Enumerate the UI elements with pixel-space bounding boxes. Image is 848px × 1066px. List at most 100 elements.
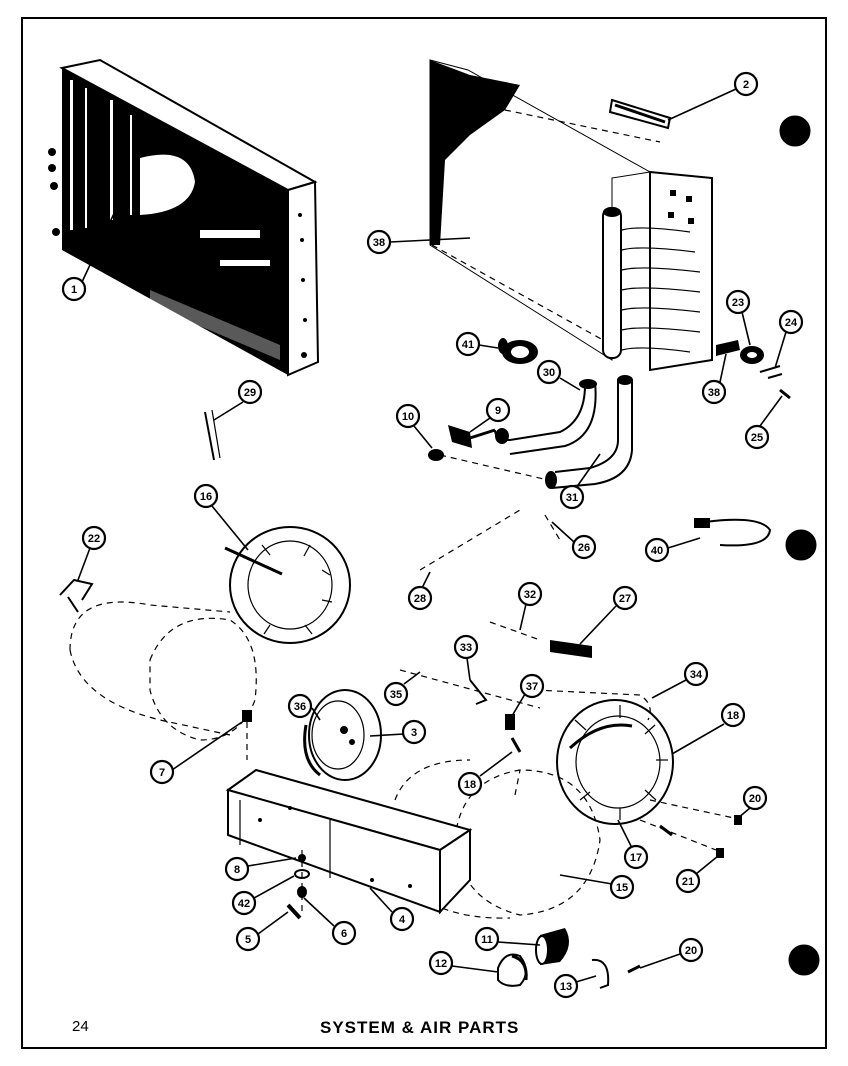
part-screw-18-lower [510, 737, 522, 753]
svg-text:38: 38 [708, 387, 720, 399]
svg-text:8: 8 [234, 864, 240, 876]
svg-text:36: 36 [294, 701, 306, 713]
callout-20-right: 20 [737, 785, 768, 819]
svg-text:32: 32 [524, 589, 536, 601]
svg-text:41: 41 [462, 339, 474, 351]
svg-text:7: 7 [159, 767, 165, 779]
callout-2: 2 [667, 71, 759, 121]
callout-12: 12 [428, 950, 499, 976]
callout-38-lower: 38 [701, 353, 727, 405]
callout-6: 6 [303, 897, 357, 946]
part-evaporator-coil [429, 59, 713, 372]
svg-text:33: 33 [460, 642, 472, 654]
callout-17: 17 [617, 819, 649, 870]
svg-text:22: 22 [88, 533, 100, 545]
binder-hole-middle [785, 529, 817, 561]
part-2-strip [608, 98, 672, 130]
callout-27: 33 [453, 634, 479, 681]
callout-9: 9 [469, 397, 511, 433]
svg-text:37: 37 [526, 681, 538, 693]
callout-13: 13 [553, 973, 597, 999]
callout-36: 36 [287, 693, 321, 721]
part-strap-13 [591, 958, 610, 989]
svg-text:17: 17 [630, 852, 642, 864]
callout-23: 23 [725, 289, 751, 346]
callout-40: 40 [644, 537, 701, 563]
svg-text:15: 15 [616, 882, 628, 894]
svg-text:27: 27 [619, 593, 631, 605]
part-bracket-22 [59, 578, 94, 613]
callout-5: 5 [235, 911, 289, 952]
callout-20-lower: 20 [639, 937, 704, 969]
callouts: 1 2 38 41 30 23 24 38 25 29 10 9 31 16 2… [61, 71, 804, 999]
callout-35: 35 [383, 671, 421, 707]
svg-text:31: 31 [566, 492, 578, 504]
callout-33: 34 [651, 661, 709, 699]
callout-32: 31 [559, 453, 601, 510]
part-base-4 [225, 768, 473, 915]
callout-28: 26 [551, 521, 597, 560]
svg-text:5: 5 [245, 934, 251, 946]
blower-housing-left [69, 601, 257, 741]
svg-text:25: 25 [751, 432, 763, 444]
part-shaft-35 [399, 669, 541, 709]
svg-text:6: 6 [341, 928, 347, 940]
binder-hole-top [779, 115, 811, 147]
svg-text:21: 21 [682, 876, 694, 888]
svg-text:11: 11 [481, 934, 493, 946]
svg-text:23: 23 [732, 297, 744, 309]
callout-42: 42 [231, 875, 295, 916]
svg-text:35: 35 [390, 689, 402, 701]
callout-24: 24 [774, 309, 804, 369]
svg-text:26: 26 [578, 542, 590, 554]
callout-26: 27 [579, 585, 638, 645]
svg-text:34: 34 [690, 669, 703, 681]
callout-19: 18 [671, 702, 746, 755]
part-blower-wheel-19 [556, 699, 674, 825]
svg-text:38: 38 [373, 237, 385, 249]
part-34 [489, 621, 541, 641]
part-capacitor-11 [535, 928, 569, 965]
callout-15: 15 [559, 874, 635, 900]
svg-text:10: 10 [402, 411, 414, 423]
callout-18-lower: 18 [457, 751, 513, 797]
callout-7: 7 [149, 721, 243, 785]
part-bracket-27 [469, 679, 488, 705]
part-screws-20-21-17 [639, 799, 742, 858]
callout-16-upper: 16 [193, 483, 249, 551]
part-motor-3 [303, 689, 382, 781]
part-screw-5 [286, 903, 302, 920]
part-grommet-6 [297, 886, 307, 898]
svg-text:13: 13 [560, 981, 572, 993]
svg-text:24: 24 [785, 317, 798, 329]
svg-text:16: 16 [200, 491, 212, 503]
svg-text:18: 18 [727, 710, 739, 722]
svg-text:2: 2 [743, 79, 749, 91]
svg-text:42: 42 [238, 898, 250, 910]
callout-11: 11 [474, 926, 541, 952]
part-screw-20-lower [627, 964, 641, 974]
callout-22: 22 [77, 525, 107, 581]
part-hose-31 [494, 379, 597, 455]
part-cap-12 [497, 953, 528, 987]
part-spring-clip-23 [740, 346, 764, 364]
callout-1: 1 [61, 204, 119, 302]
part-cap-10 [428, 449, 444, 461]
svg-text:3: 3 [411, 727, 417, 739]
part-fitting-41 [498, 338, 538, 364]
page-border [21, 17, 827, 1049]
svg-text:9: 9 [495, 405, 501, 417]
part-blower-wheel-16-upper [224, 526, 351, 644]
part-condenser-coil [48, 58, 320, 377]
svg-text:1: 1 [71, 284, 77, 296]
callout-25: 25 [744, 395, 783, 450]
callout-4: 4 [369, 887, 415, 932]
part-screw-25 [779, 388, 791, 400]
callout-30: 29 [213, 379, 263, 421]
svg-text:4: 4 [399, 914, 406, 926]
page-title: SYSTEM & AIR PARTS [320, 1018, 520, 1037]
part-29-line [419, 509, 521, 571]
part-plate-26 [550, 640, 592, 658]
part-valve-9 [448, 425, 496, 448]
